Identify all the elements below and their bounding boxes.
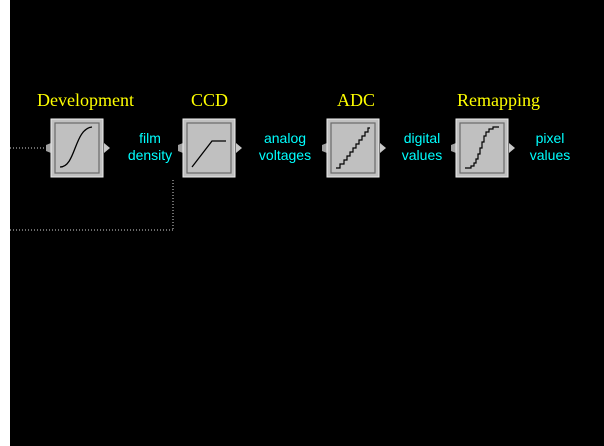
flow-label-line2: values xyxy=(401,147,443,163)
stage-title-remapping: Remapping xyxy=(457,90,540,110)
flow-label-line2: voltages xyxy=(258,147,312,163)
flow-label-digital-values: digital values xyxy=(396,130,448,164)
flow-label-line1: pixel xyxy=(535,130,565,146)
flow-label-line1: digital xyxy=(403,130,441,146)
adc-block xyxy=(322,115,386,178)
slide-background: Development CCD ADC Remapping film densi… xyxy=(10,0,604,446)
stage-title-ccd: CCD xyxy=(191,90,229,110)
stage-title-adc: ADC xyxy=(337,90,376,110)
staircase-icon xyxy=(336,127,370,169)
flow-label-line1: film xyxy=(139,130,161,146)
remapping-block xyxy=(451,115,515,178)
flow-label-film-density: film density xyxy=(120,130,180,164)
stepped-s-curve-icon xyxy=(465,126,499,169)
flow-label-pixel-values: pixel values xyxy=(524,130,576,164)
stage-title-development: Development xyxy=(37,90,134,110)
ramp-saturate-icon xyxy=(191,140,226,168)
ccd-block xyxy=(178,115,242,178)
flow-label-line2: density xyxy=(127,147,173,163)
flow-label-line2: values xyxy=(529,147,571,163)
s-curve-icon xyxy=(59,126,93,168)
flow-label-analog-voltages: analog voltages xyxy=(252,130,318,164)
connector-wires xyxy=(10,147,174,231)
development-block xyxy=(46,115,110,178)
flow-label-line1: analog xyxy=(263,130,307,146)
